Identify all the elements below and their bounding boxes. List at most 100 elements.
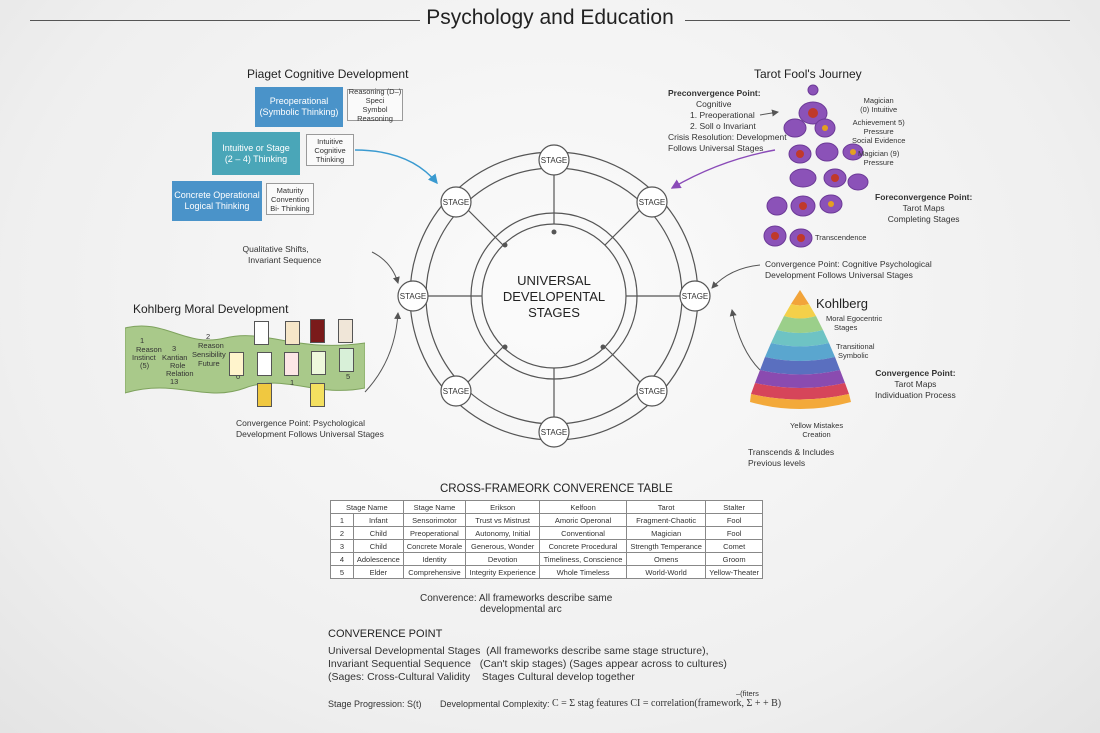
table-cell: 2 (330, 526, 354, 540)
tarot-foreconvergence: Foreconvergence Point: Tarot Maps Comple… (875, 192, 973, 224)
kohlberg-wave-band (125, 325, 365, 394)
convergence-point-title: CONVERENCE POINT (328, 628, 443, 640)
title-rule-right (685, 20, 1070, 21)
stage-node-bottom-left (440, 375, 472, 407)
stage-node-label: STAGE (682, 292, 709, 301)
table-cell: Amoric Operonal (539, 513, 627, 527)
formula-complexity: Developmental Complexity: (440, 699, 550, 709)
table-cell: Fragment-Chaotic (625, 513, 707, 527)
table-header-cell: Stage Name (402, 500, 467, 514)
stage-node-label: STAGE (639, 198, 666, 207)
stage-node-top-left (440, 186, 472, 218)
table-cell: Whole Timeless (539, 565, 627, 579)
table-cell: Timeliness, Conscience (539, 552, 627, 566)
table-title: CROSS-FRAMEORK CONVERENCE TABLE (440, 483, 673, 495)
table-cell: Devotion (465, 552, 541, 566)
center-label-1: UNIVERSAL (517, 273, 591, 288)
stage-node-label: STAGE (639, 387, 666, 396)
piaget-box-intuitive: Intuitive or Stage(2 – 4) Thinking (212, 132, 300, 175)
table-cell: Concrete Procedural (539, 539, 627, 553)
table-cell: 4 (330, 552, 354, 566)
tarot-preconvergence: Preconvergence Point: Cognitive 1. Preop… (668, 88, 787, 153)
table-cell: Comprehensive (402, 565, 467, 579)
convergence-point-lines: Universal Developmental Stages (All fram… (328, 645, 727, 683)
table-header-cell: Kelfoon (539, 500, 627, 514)
qualitative-shifts-note: Qualitative Shifts,Invariant Sequence (242, 244, 322, 265)
formula-stage: Stage Progression: S(t) (328, 699, 422, 709)
formula-expression: C = Σ stag features CI = correlation(fra… (552, 698, 782, 709)
table-cell: Elder (353, 565, 404, 579)
stage-node-bottom-right (636, 375, 668, 407)
center-label-2: DEVELOPENTAL (503, 289, 605, 304)
table-cell: Comet (705, 539, 763, 553)
table-cell: Adolescence (353, 552, 404, 566)
table-cell: Omens (625, 552, 707, 566)
convergence-right-note: Convergence Point: Cognitive Psychologic… (765, 259, 932, 280)
stage-node-left (397, 280, 429, 312)
stage-node-bottom (538, 416, 570, 448)
tarot-journey-cluster (763, 84, 869, 248)
stage-node-label: STAGE (541, 428, 568, 437)
tarot-title: Tarot Fool's Journey (754, 67, 862, 81)
stage-node-label: STAGE (541, 156, 568, 165)
table-header-cell: Stage Name (330, 500, 404, 514)
table-cell: Yellow-Theater (705, 565, 763, 579)
table-cell: Child (353, 539, 404, 553)
kohlberg-band-labels: 1 Reason Instinct (5) 3 Kantian Role Rel… (132, 332, 351, 387)
table-cell: Fool (705, 526, 763, 540)
table-header-cell: Erikson (465, 500, 541, 514)
stage-node-right (679, 280, 711, 312)
kohlberg-cone (750, 290, 851, 409)
table-header-cell: Stalter (705, 500, 763, 514)
page-title: Psychology and Education (426, 6, 674, 29)
table-cell: Integrity Experience (465, 565, 541, 579)
stage-node-label: STAGE (443, 198, 470, 207)
stage-node-label: STAGE (443, 387, 470, 396)
table-cell: Trust vs Mistrust (465, 513, 541, 527)
stage-node-top-right (636, 186, 668, 218)
stage-node-top (538, 144, 570, 176)
table-cell: Autonomy, Initial (465, 526, 541, 540)
table-cell: Concrete Morale (402, 539, 467, 553)
title-rule-left (30, 20, 420, 21)
table-cell: Fool (705, 513, 763, 527)
table-header-cell: Tarot (625, 500, 707, 514)
stage-wheel-diagram: STAGE STAGE STAGE STAGE STAGE STAGE STAG… (397, 144, 711, 448)
piaget-title: Piaget Cognitive Development (247, 67, 409, 81)
tarot-right-notes: Magician (0) Intuitive Achievement 5) Pr… (852, 96, 906, 167)
table-cell: 3 (330, 539, 354, 553)
convergence-caption: Converence: All frameworks describe same… (420, 593, 613, 615)
table-cell: Preoperational (402, 526, 467, 540)
formula-superscript: –(fiters (736, 689, 759, 698)
piaget-box-preoperational: Preoperational(Symbolic Thinking) (255, 87, 343, 127)
table-cell: Generous, Wonder (465, 539, 541, 553)
convergence-table: Stage Name Stage Name Erikson Kelfoon Ta… (330, 500, 763, 579)
tarot-transcendence: Transcendence (815, 233, 867, 242)
table-cell: 1 (330, 513, 354, 527)
stage-nodes (397, 144, 711, 448)
kohlberg-right-point: Convergence Point: Tarot Maps Individuat… (875, 368, 956, 400)
table-cell: Infant (353, 513, 404, 527)
kohlberg-right-title: Kohlberg (816, 296, 869, 311)
kohlberg-right-labels: Moral Egocentric Stages Transitional Sym… (826, 314, 883, 360)
table-cell: Groom (705, 552, 763, 566)
kohlberg-moral-title: Kohlberg Moral Development (133, 302, 289, 316)
table-cell: Conventional (539, 526, 627, 540)
table-cell: Strength Temperance (625, 539, 707, 553)
table-cell: Identity (402, 552, 467, 566)
stage-node-label: STAGE (400, 292, 427, 301)
table-cell: Magician (625, 526, 707, 540)
center-label-3: STAGES (528, 305, 580, 320)
